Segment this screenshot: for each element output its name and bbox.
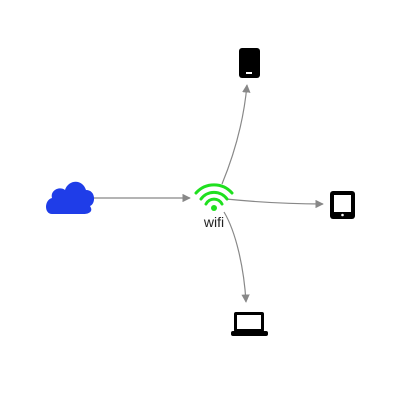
cloud-node[interactable] (46, 181, 95, 214)
smartphone-icon (239, 48, 260, 78)
wifi-node[interactable]: wifi (194, 183, 234, 230)
phone-node[interactable] (239, 48, 260, 78)
tablet-home-button (341, 213, 344, 217)
wifi-label: wifi (203, 214, 224, 230)
edges (94, 84, 324, 303)
edge-wifi-to-laptop (223, 211, 250, 303)
laptop-icon (231, 312, 268, 336)
edge-wifi-to-tablet (225, 198, 324, 209)
laptop-node[interactable] (231, 312, 268, 336)
phone-home-button (246, 72, 252, 74)
tablet-screen (334, 195, 351, 212)
edge-wifi-to-phone (221, 84, 251, 185)
wifi-dot (211, 205, 217, 211)
cloud-icon (46, 181, 95, 214)
wifi-icon (194, 183, 234, 206)
tablet-node[interactable] (330, 191, 355, 219)
